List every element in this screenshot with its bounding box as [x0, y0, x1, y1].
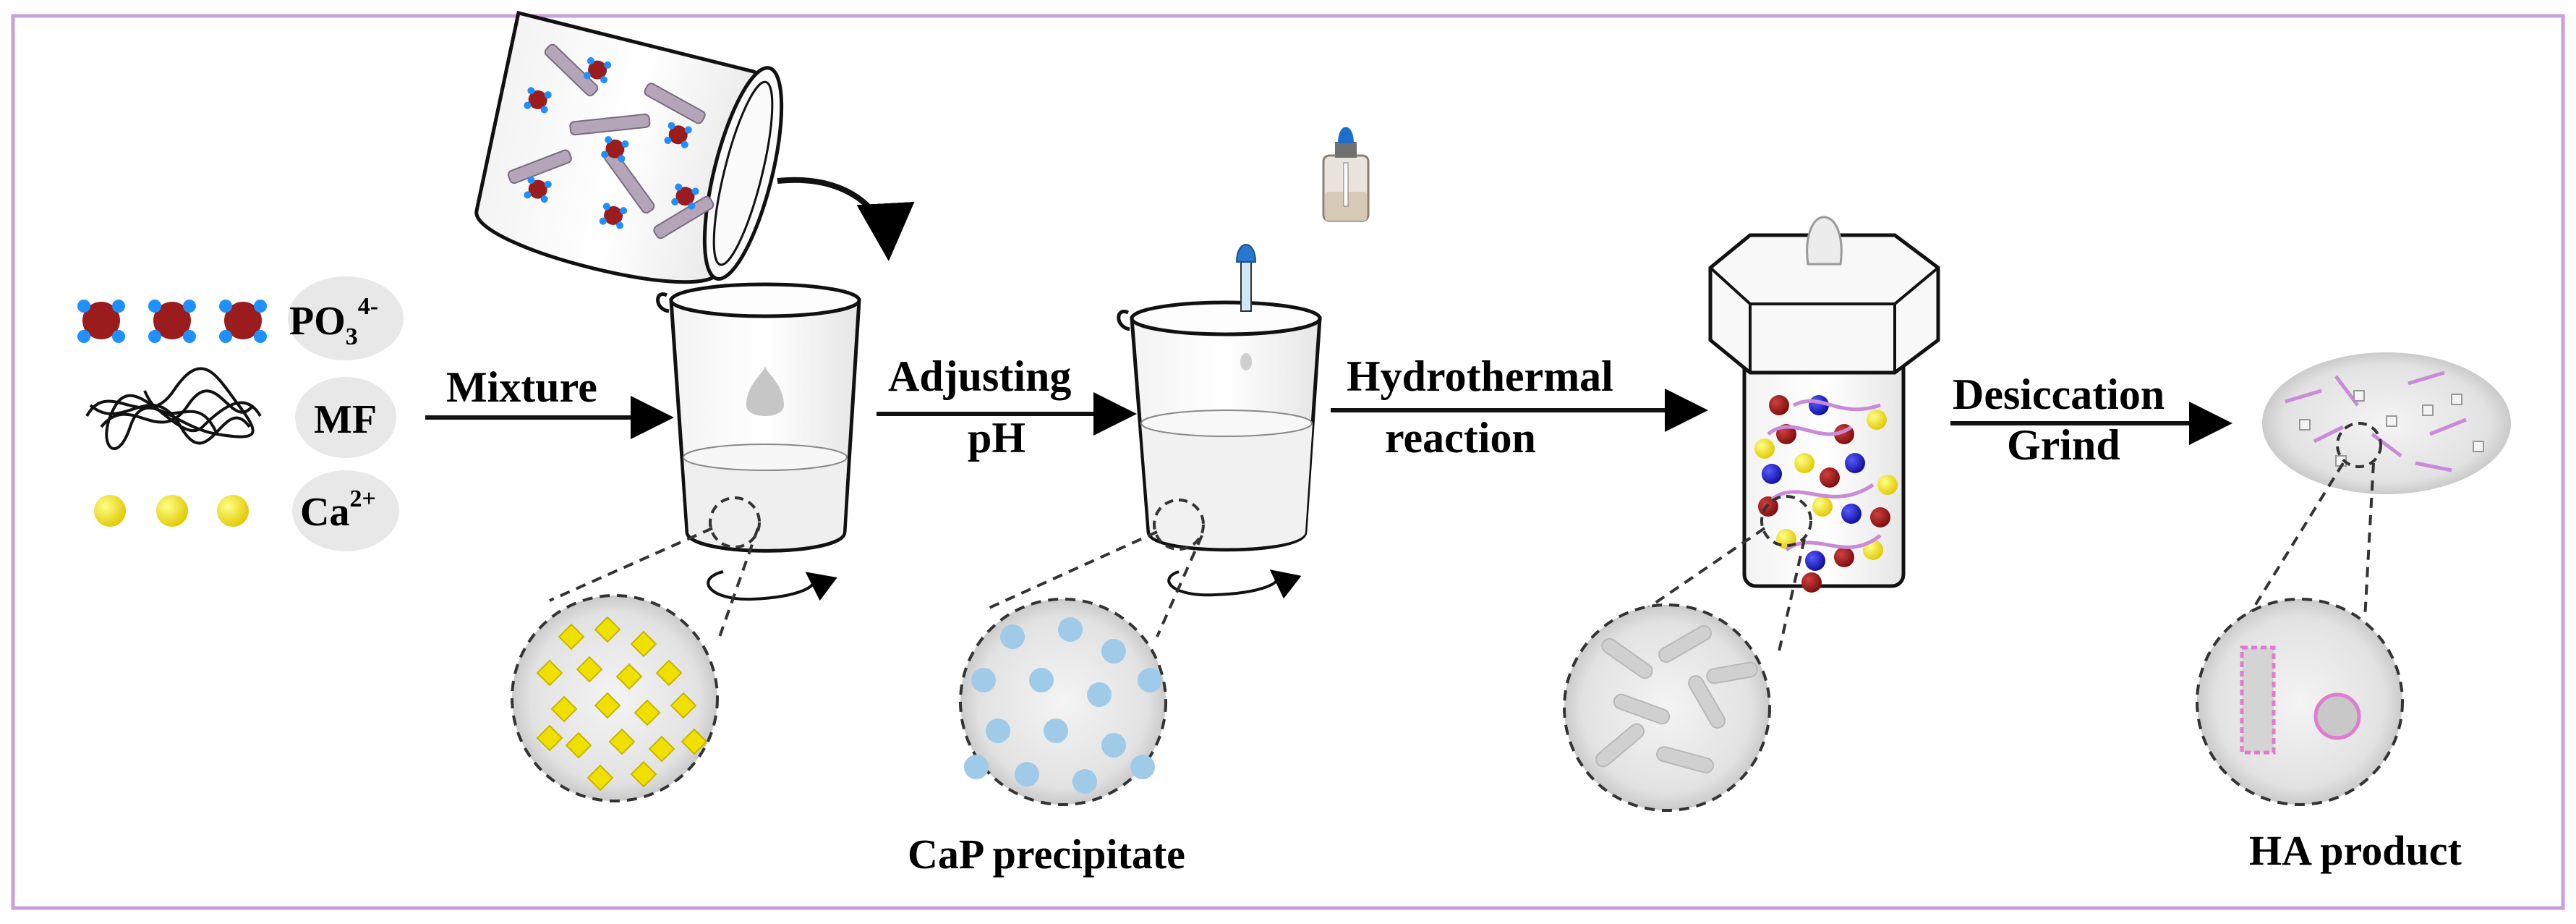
legend-bubble-mf: [295, 377, 396, 458]
ion-ball: [1801, 572, 1822, 593]
autoclave: [1708, 216, 1940, 593]
beaker-mixture: [656, 282, 861, 601]
calcium-particle: [536, 659, 563, 687]
calcium-particle: [536, 724, 563, 752]
calcium-particle: [558, 623, 585, 650]
calcium-particle: [634, 699, 661, 726]
fiber-strands: [1767, 399, 1882, 552]
legend: PO34- MF Ca2+: [77, 276, 404, 551]
cap-particle: [1058, 617, 1083, 642]
zoom-circle-rods: [1563, 527, 1806, 812]
step-label-mixture: Mixture: [446, 363, 597, 411]
cap-particle: [1072, 769, 1097, 794]
calcium-particle: [587, 764, 614, 792]
fiber-tangle-icon: [85, 367, 262, 451]
product-dish: [2262, 352, 2511, 494]
step-label-ph: pH: [968, 414, 1025, 462]
calcium-particle: [550, 695, 578, 723]
calcium-particle: [630, 760, 657, 788]
caption-cap-precipitate: CaP precipitate: [908, 831, 1185, 878]
caption-ha-product: HA product: [2249, 827, 2462, 874]
step-label-grind: Grind: [2007, 421, 2120, 469]
beaker-ph: [1117, 244, 1322, 599]
cap-particle: [1087, 682, 1112, 707]
cap-particle: [964, 755, 989, 779]
ion-ball: [1794, 453, 1814, 473]
dropper-icon: [1235, 244, 1257, 370]
cap-particle: [1101, 639, 1126, 664]
beaker-rods: [507, 43, 715, 240]
pouring-beaker: [474, 10, 784, 284]
reagent-bottle-icon: [1322, 127, 1370, 222]
step-label-reaction: reaction: [1385, 414, 1536, 462]
ion-ball: [1805, 551, 1825, 571]
ion-ball: [1820, 467, 1840, 488]
calcium-particle: [630, 630, 657, 658]
legend-po3-label: PO34-: [289, 293, 378, 350]
zoom-circle-cap: [959, 530, 1203, 806]
ion-ball: [1841, 504, 1861, 524]
ion-ball: [1867, 410, 1887, 430]
cap-particle: [1101, 733, 1126, 758]
calcium-particle: [670, 692, 697, 719]
cap-particle: [986, 719, 1010, 743]
pour-curved-arrow: [777, 177, 915, 261]
cap-particle: [1000, 624, 1025, 649]
zoom-circle-calcium: [511, 527, 759, 802]
ion-ball: [1762, 464, 1782, 484]
legend-bubble-po3: [288, 276, 404, 360]
calcium-particle: [576, 656, 603, 683]
calcium-particle: [615, 663, 643, 690]
zoom-circle-ha: [2196, 462, 2404, 806]
droplet-icon: [746, 365, 784, 416]
step-label-hydrothermal: Hydrothermal: [1347, 352, 1613, 400]
ion-ball: [1845, 453, 1865, 473]
cap-particle: [1130, 755, 1155, 779]
ion-ball: [1754, 438, 1775, 459]
stir-arrow-icon: [707, 570, 837, 601]
legend-mf-label: MF: [314, 397, 377, 442]
calcium-particle: [594, 692, 621, 719]
calcium-particle: [655, 659, 683, 687]
ion-ball: [1834, 547, 1854, 567]
step-label-adjusting: Adjusting: [888, 352, 1071, 400]
ion-ball: [1877, 475, 1898, 495]
zoom-marker: [709, 496, 761, 548]
cap-particle: [1044, 719, 1068, 743]
calcium-icon: [94, 495, 249, 527]
legend-ca-label: Ca2+: [300, 486, 376, 535]
cap-particle: [1138, 668, 1162, 692]
ion-ball: [1769, 395, 1789, 415]
calcium-particle: [608, 728, 636, 755]
calcium-particle: [648, 735, 675, 763]
cap-particle: [1015, 762, 1039, 787]
legend-bubble-ca: [292, 470, 399, 551]
calcium-particle: [681, 728, 708, 755]
calcium-particle: [594, 616, 621, 643]
cap-particle: [971, 668, 996, 692]
step-label-desiccation: Desiccation: [1953, 370, 2165, 418]
phosphate-icon: [77, 300, 267, 343]
calcium-particle: [565, 732, 592, 759]
ion-ball: [1812, 496, 1833, 517]
cap-particle: [1029, 668, 1054, 692]
ion-ball: [1870, 507, 1890, 527]
